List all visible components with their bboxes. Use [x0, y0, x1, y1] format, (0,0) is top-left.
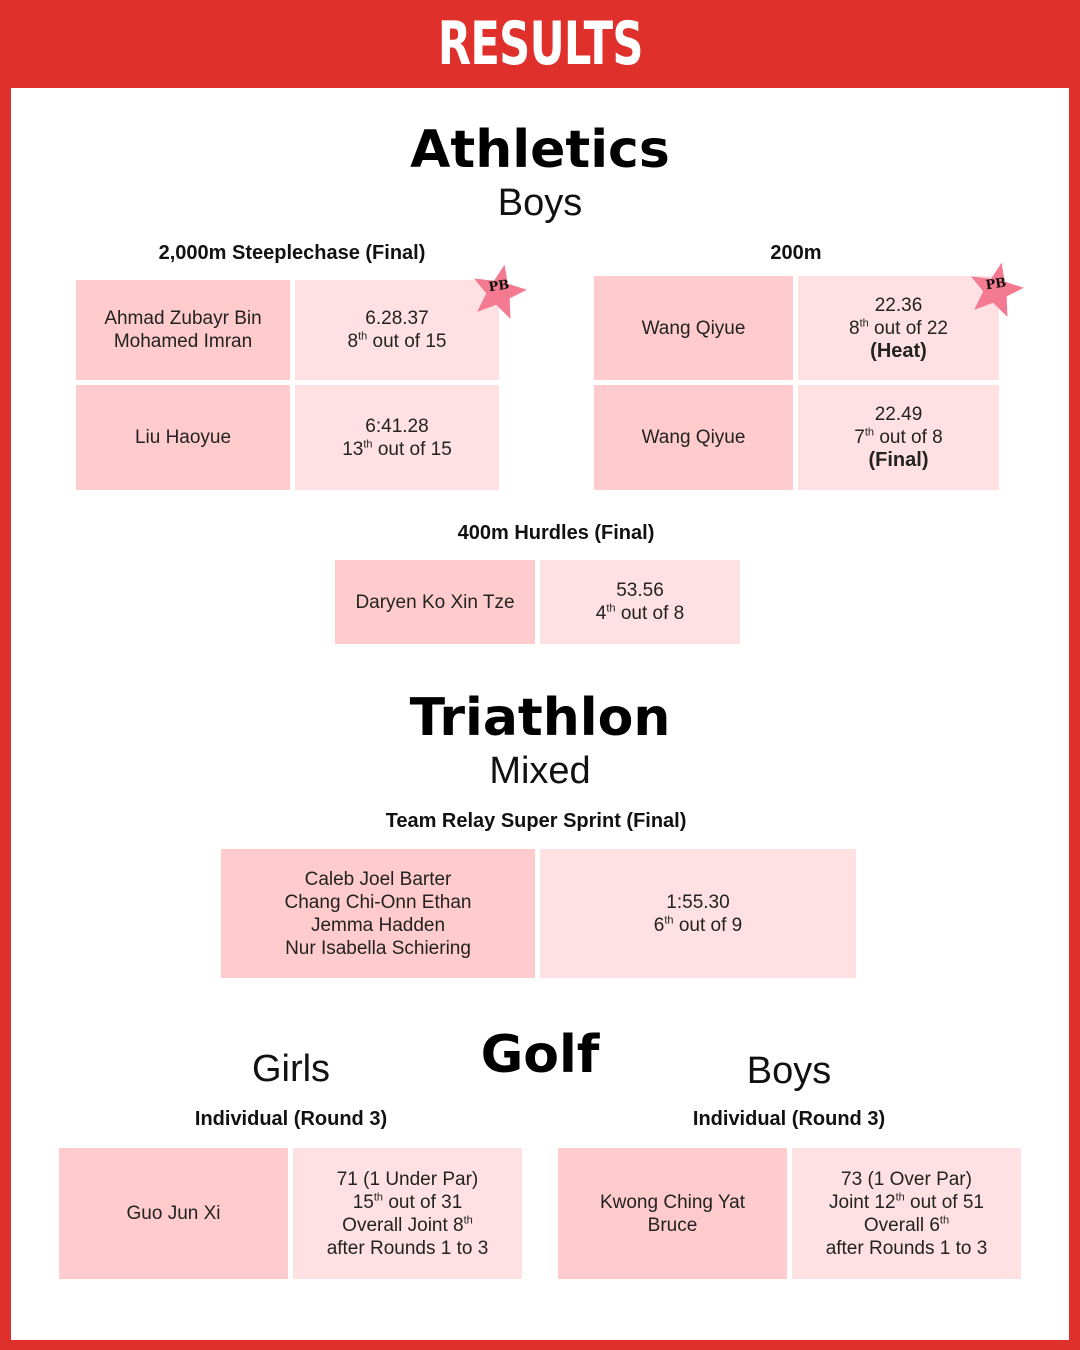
athlete-name: Kwong Ching Yat [599, 1191, 746, 1213]
steeplechase-name-cell-2: Liu Haoyue [76, 385, 290, 490]
athlete-name: Wang Qiyue [641, 427, 746, 448]
hurdles-event-title: 400m Hurdles (Final) [457, 522, 655, 544]
athlete-name: Jemma Hadden [310, 914, 446, 936]
athlete-name: Wang Qiyue [641, 317, 746, 339]
star-icon [971, 262, 1024, 317]
golf-girls-group: Girls [251, 1048, 331, 1090]
athlete-name: Mohamed Imran [113, 331, 253, 352]
result-round: (Heat) [870, 339, 927, 362]
golf-girls-name-cell: Guo Jun Xi [59, 1148, 288, 1279]
golf-boys-name-cell: Kwong Ching Yat Bruce [558, 1148, 787, 1279]
golf-boys-result-cell: 73 (1 Over Par) Joint 12th out of 51 Ove… [792, 1148, 1021, 1279]
result-note: after Rounds 1 to 3 [326, 1237, 489, 1259]
golf-boys-group: Boys [746, 1050, 832, 1092]
200m-result-cell-2: 22.49 7th out of 8 (Final) [798, 385, 999, 490]
relay-event-title: Team Relay Super Sprint (Final) [385, 810, 687, 832]
athlete-name: Nur Isabella Schiering [285, 937, 471, 959]
page-title: RESULTS [437, 9, 644, 79]
steeplechase-name-cell-1: Ahmad Zubayr Bin Mohamed Imran [76, 280, 290, 380]
result-place: 13th out of 15 [342, 438, 452, 460]
golf-girls-event-title: Individual (Round 3) [194, 1108, 388, 1130]
golf-girls-result-cell: 71 (1 Under Par) 15th out of 31 Overall … [293, 1148, 522, 1279]
result-time: 6.28.37 [365, 308, 429, 329]
athlete-name: Liu Haoyue [134, 427, 232, 448]
result-place: 4th out of 8 [595, 602, 685, 624]
result-place: 15th out of 31 [352, 1191, 463, 1213]
result-time: 6:41.28 [365, 415, 429, 437]
result-place: 8th out of 15 [347, 330, 447, 352]
result-overall: Overall Joint 8th [342, 1214, 473, 1236]
result-score: 73 (1 Over Par) [841, 1168, 972, 1190]
relay-names-cell: Caleb Joel Barter Chang Chi-Onn Ethan Je… [221, 849, 535, 978]
athlete-name: Daryen Ko Xin Tze [355, 591, 515, 613]
result-overall: Overall 6th [863, 1214, 950, 1236]
200m-result-cell-1: 22.36 8th out of 22 (Heat) [798, 276, 999, 380]
athlete-name: Bruce [647, 1214, 698, 1236]
200m-event-title: 200m [770, 242, 822, 264]
result-place: Joint 12th out of 51 [829, 1191, 984, 1213]
steeplechase-result-cell-1: 6.28.37 8th out of 15 [295, 280, 499, 380]
athletics-title: Athletics [410, 120, 670, 180]
hurdles-name-cell: Daryen Ko Xin Tze [335, 560, 535, 644]
result-time: 1:55.30 [666, 891, 730, 913]
200m-name-cell-1: Wang Qiyue [594, 276, 793, 380]
athlete-name: Ahmad Zubayr Bin [104, 308, 262, 329]
result-place: 6th out of 9 [653, 914, 743, 936]
result-round: (Final) [868, 449, 929, 471]
athlete-name: Guo Jun Xi [126, 1203, 221, 1224]
star-icon [474, 264, 527, 319]
result-place: 7th out of 8 [854, 426, 943, 448]
athlete-name: Chang Chi-Onn Ethan [284, 891, 472, 913]
pb-badge-steeplechase: PB [470, 262, 528, 320]
header-bar: RESULTS [0, 0, 1080, 88]
athletics-group: Boys [497, 182, 583, 224]
result-note: after Rounds 1 to 3 [825, 1237, 988, 1259]
relay-result-cell: 1:55.30 6th out of 9 [540, 849, 856, 978]
triathlon-title: Triathlon [409, 688, 671, 748]
result-score: 71 (1 Under Par) [336, 1168, 479, 1190]
golf-title: Golf [480, 1025, 600, 1085]
steeplechase-event-title: 2,000m Steeplechase (Final) [158, 242, 426, 264]
result-time: 22.36 [874, 294, 923, 316]
steeplechase-result-cell-2: 6:41.28 13th out of 15 [295, 385, 499, 490]
golf-boys-event-title: Individual (Round 3) [692, 1108, 886, 1130]
result-place: 8th out of 22 [849, 317, 948, 339]
athlete-name: Caleb Joel Barter [304, 868, 452, 890]
result-time: 53.56 [616, 580, 664, 601]
hurdles-result-cell: 53.56 4th out of 8 [540, 560, 740, 644]
pb-badge-200m: PB [967, 260, 1025, 318]
triathlon-group: Mixed [489, 750, 591, 792]
200m-name-cell-2: Wang Qiyue [594, 385, 793, 490]
result-time: 22.49 [874, 404, 923, 425]
